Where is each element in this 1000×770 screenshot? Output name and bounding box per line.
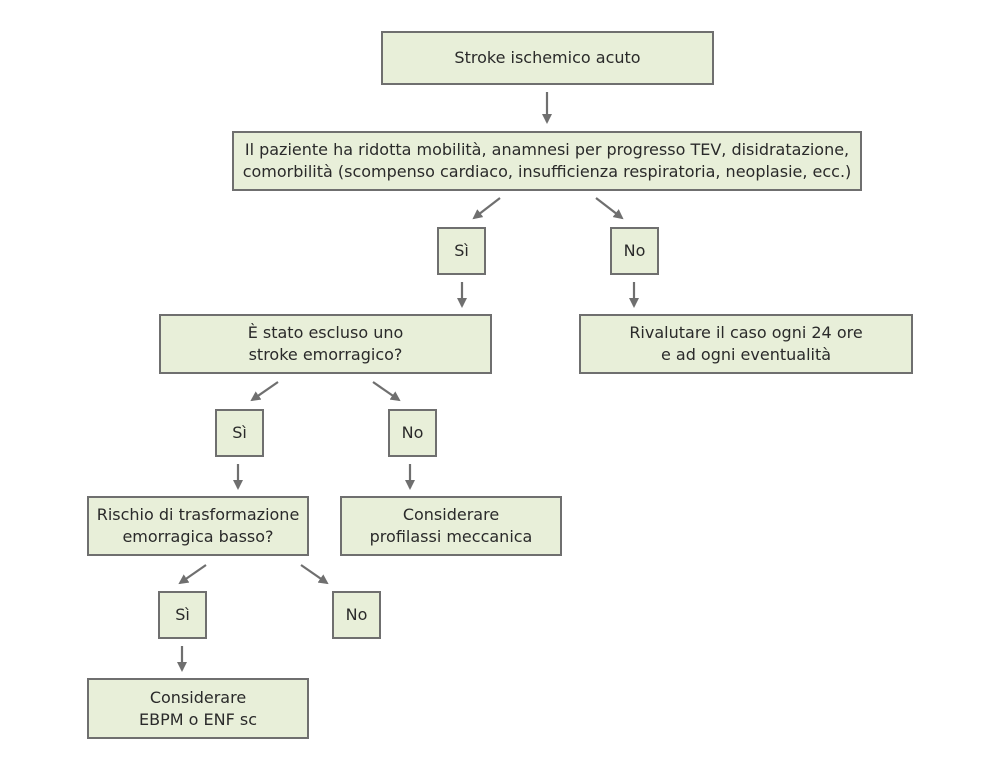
question-transformation-risk: Rischio di trasformazione emorragica bas…: [87, 496, 309, 556]
arrow-q3-to-no: [300, 564, 329, 585]
q2-no-node: No: [388, 409, 437, 457]
arrow-q1-to-no: [595, 197, 624, 220]
mechanical-prophylaxis-node: Considerare profilassi meccanica: [340, 496, 562, 556]
q3-yes-node: Sì: [158, 591, 207, 639]
arrow-q3-to-yes: [178, 564, 207, 585]
ebpm-enf-node: Considerare EBPM o ENF sc: [87, 678, 309, 739]
arrow-q2-to-yes: [250, 381, 279, 402]
q3-no-node: No: [332, 591, 381, 639]
q1-no-node: No: [610, 227, 659, 275]
arrow-q2-to-no: [372, 381, 401, 402]
q1-yes-node: Sì: [437, 227, 486, 275]
question-risk-factors: Il paziente ha ridotta mobilità, anamnes…: [232, 131, 862, 191]
start-node: Stroke ischemico acuto: [381, 31, 714, 85]
arrow-q1-to-yes: [472, 197, 501, 220]
question-hemorrhagic-excluded: È stato escluso uno stroke emorragico?: [159, 314, 492, 374]
reassess-node: Rivalutare il caso ogni 24 ore e ad ogni…: [579, 314, 913, 374]
q2-yes-node: Sì: [215, 409, 264, 457]
